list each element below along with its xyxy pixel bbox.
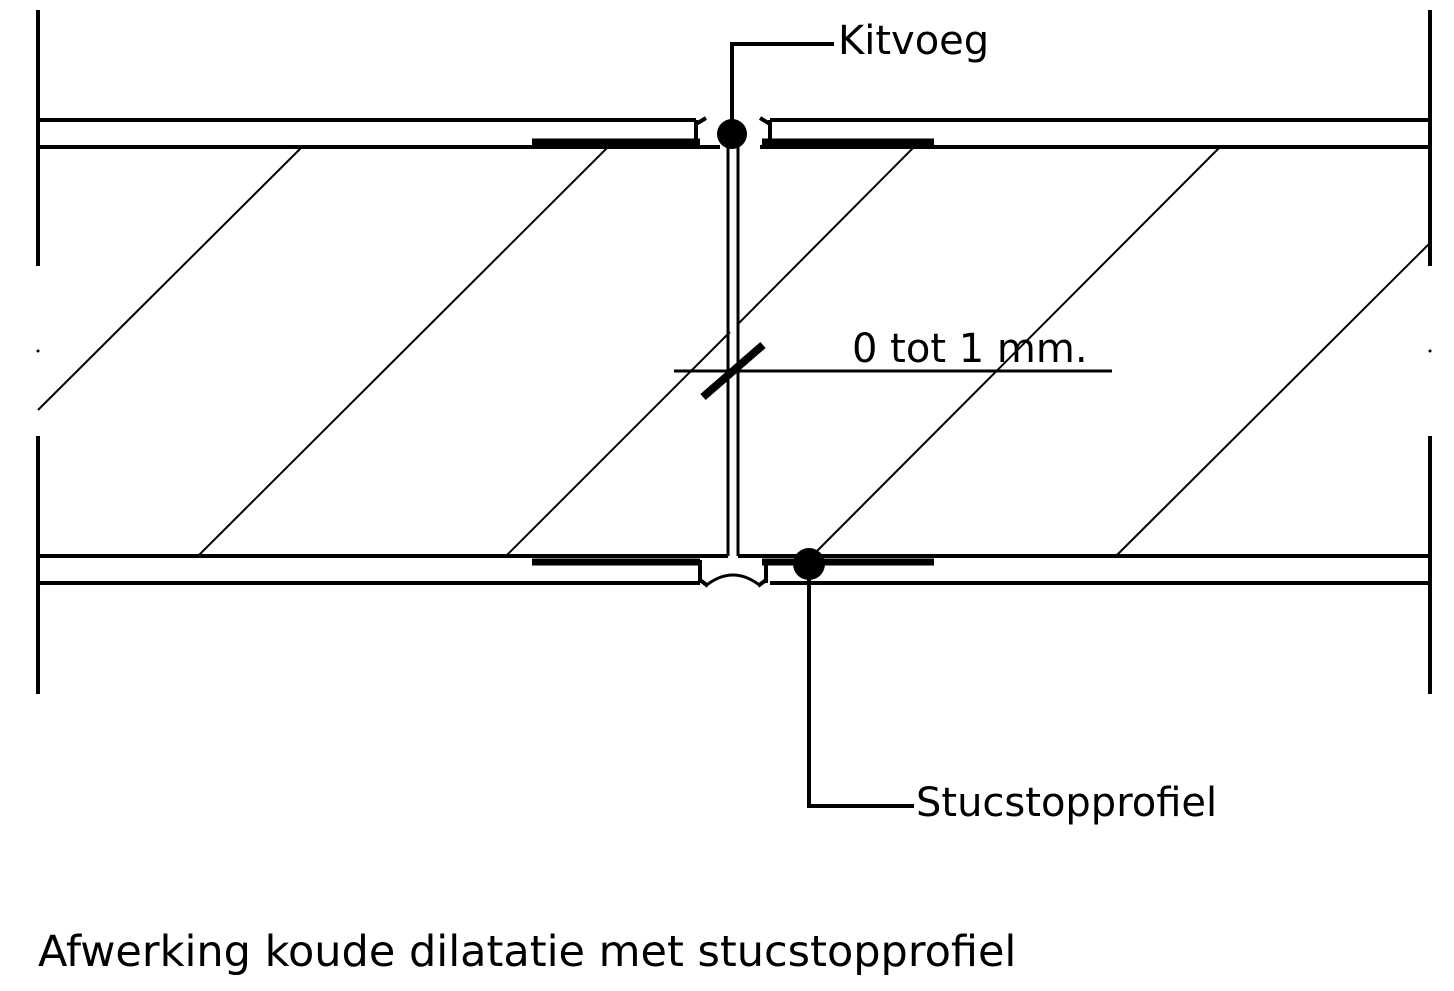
bottom-profile-hook-right: [756, 560, 768, 588]
top-stucstop-profiles: [532, 116, 934, 146]
drawing-caption: Afwerking koude dilatatie met stucstoppr…: [38, 927, 1016, 977]
top-profile-hook-right: [758, 116, 772, 146]
gap-dimension-label: 0 tot 1 mm.: [852, 326, 1088, 372]
bottom-profile-hook-left: [698, 560, 710, 588]
hatch-line: [1115, 242, 1431, 557]
bottom-sealant-bead: [707, 573, 759, 586]
gap-dimension-annotation: 0 tot 1 mm.: [674, 326, 1112, 401]
stucstopprofiel-label: Stucstopprofiel: [916, 780, 1217, 826]
hatch-line: [737, 146, 915, 325]
wall-end-lines: [36, 10, 1432, 694]
hatch-line: [37, 146, 303, 411]
hatch-line: [505, 331, 731, 557]
kitvoeg-leader-line: [730, 42, 834, 134]
kitvoeg-label: Kitvoeg: [838, 18, 989, 64]
stucstopprofiel-leader-line: [807, 564, 914, 808]
break-dot-left: [36, 349, 40, 353]
hatch-line: [197, 146, 609, 557]
top-plaster-layer: [38, 118, 1430, 149]
stucstopprofiel-annotation: Stucstopprofiel: [793, 548, 1217, 826]
wall-hatching: [37, 146, 1431, 557]
dimension-tick: [700, 341, 766, 401]
hatch-line: [811, 146, 1221, 557]
bottom-plaster-layer: [38, 554, 1430, 585]
bottom-stucstop-profiles: [532, 558, 934, 588]
expansion-joint: [726, 147, 740, 556]
break-dot-right: [1428, 349, 1432, 353]
kitvoeg-annotation: Kitvoeg: [717, 18, 989, 149]
top-profile-hook-left: [694, 116, 708, 146]
